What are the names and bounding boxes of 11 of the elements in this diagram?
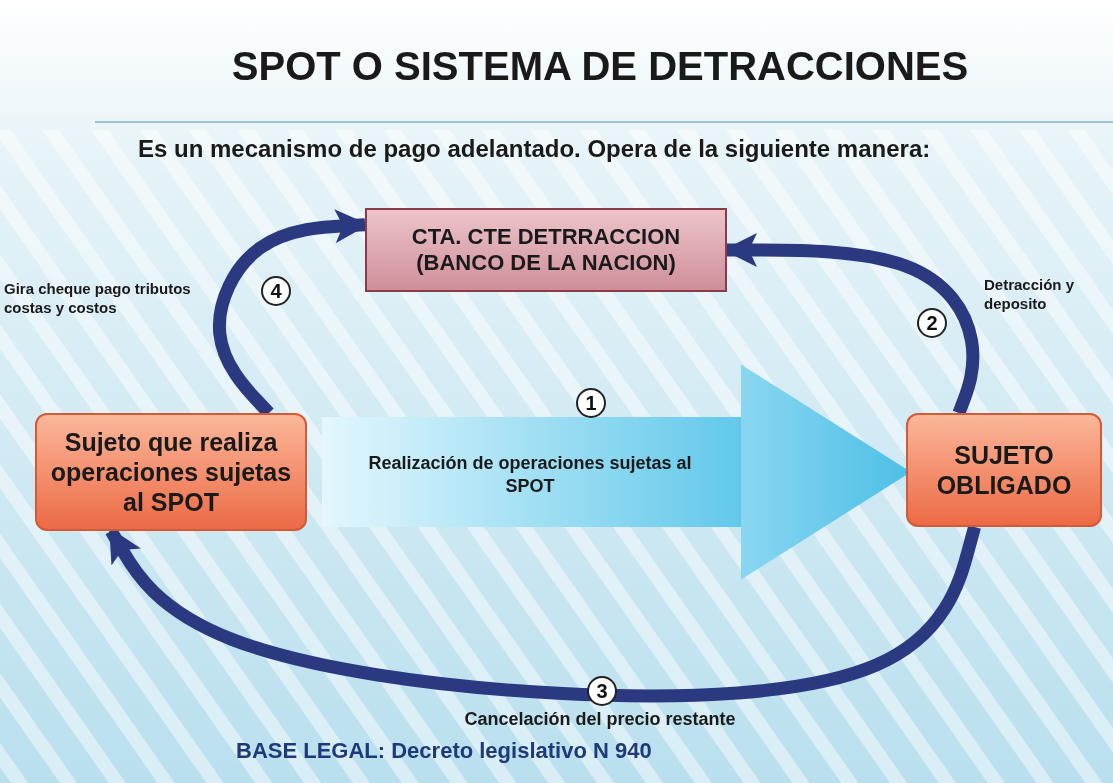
edge-label: Gira cheque pago tributos costas y costos — [4, 280, 192, 318]
legal-basis-note: BASE LEGAL: Decreto legislativo N 940 — [236, 737, 653, 765]
process-box: SUJETO OBLIGADO — [906, 413, 1102, 527]
subtitle-text: Es un mecanismo de pago adelantado. Opera de la siguiente manera: — [138, 134, 932, 164]
edge-label: Cancelación del precio restante — [463, 708, 737, 731]
edge-label: Realización de operaciones sujetas al SPOT — [367, 452, 693, 497]
process-box: Sujeto que realiza operaciones sujetas al SPOT — [35, 413, 307, 531]
curved-arrow — [105, 525, 981, 703]
title: SPOT O SISTEMA DE DETRACCIONES — [230, 44, 970, 89]
edge-label: Detracción y deposito — [984, 276, 1076, 314]
account-box: CTA. CTE DETRRACCION (BANCO DE LA NACION) — [365, 208, 727, 292]
